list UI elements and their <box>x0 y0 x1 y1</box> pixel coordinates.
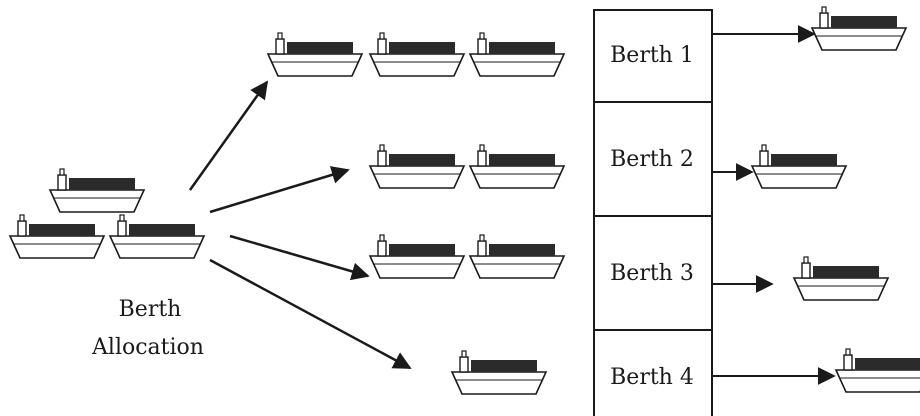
departure-arrows <box>712 25 836 385</box>
berth-label-2: Berth 2 <box>610 147 694 172</box>
arrow-to-queue-2 <box>209 166 350 214</box>
departing-ship-2-icon <box>750 144 848 189</box>
arrow-to-queue-4 <box>209 258 412 370</box>
berth-column: Berth 1 Berth 2 Berth 3 Berth 4 <box>593 9 713 416</box>
incoming-ships-group <box>8 168 206 259</box>
queue-1-ship-icon <box>266 32 364 77</box>
allocation-label-line2: Allocation <box>91 335 204 360</box>
allocation-label-line1: Berth <box>119 297 182 322</box>
departing-ships <box>750 6 920 393</box>
queue-4-ship-icon <box>450 350 548 395</box>
queue-1-ship-icon <box>368 32 466 77</box>
allocation-arrows <box>188 80 412 370</box>
allocation-label: Berth Allocation <box>91 297 204 360</box>
departing-ship-1-icon <box>810 6 908 51</box>
queue-2-ship-icon <box>368 144 466 189</box>
berth-label-1: Berth 1 <box>610 43 694 68</box>
arrow-to-queue-1 <box>188 80 269 191</box>
queue-3-ship-icon <box>468 234 566 279</box>
departing-ship-4-icon <box>834 348 920 393</box>
queue-2-ship-icon <box>468 144 566 189</box>
departing-ship-3-icon <box>792 256 890 301</box>
queue-3-ship-icon <box>368 234 466 279</box>
incoming-ship-icon <box>108 214 206 259</box>
waiting-queues <box>266 32 566 395</box>
incoming-ship-icon <box>48 168 146 213</box>
queue-1-ship-icon <box>468 32 566 77</box>
berth-box-4 <box>593 329 713 416</box>
incoming-ship-icon <box>8 214 106 259</box>
berth-label-4: Berth 4 <box>610 365 694 390</box>
arrow-to-queue-3 <box>229 234 370 281</box>
berth-label-3: Berth 3 <box>610 261 694 286</box>
